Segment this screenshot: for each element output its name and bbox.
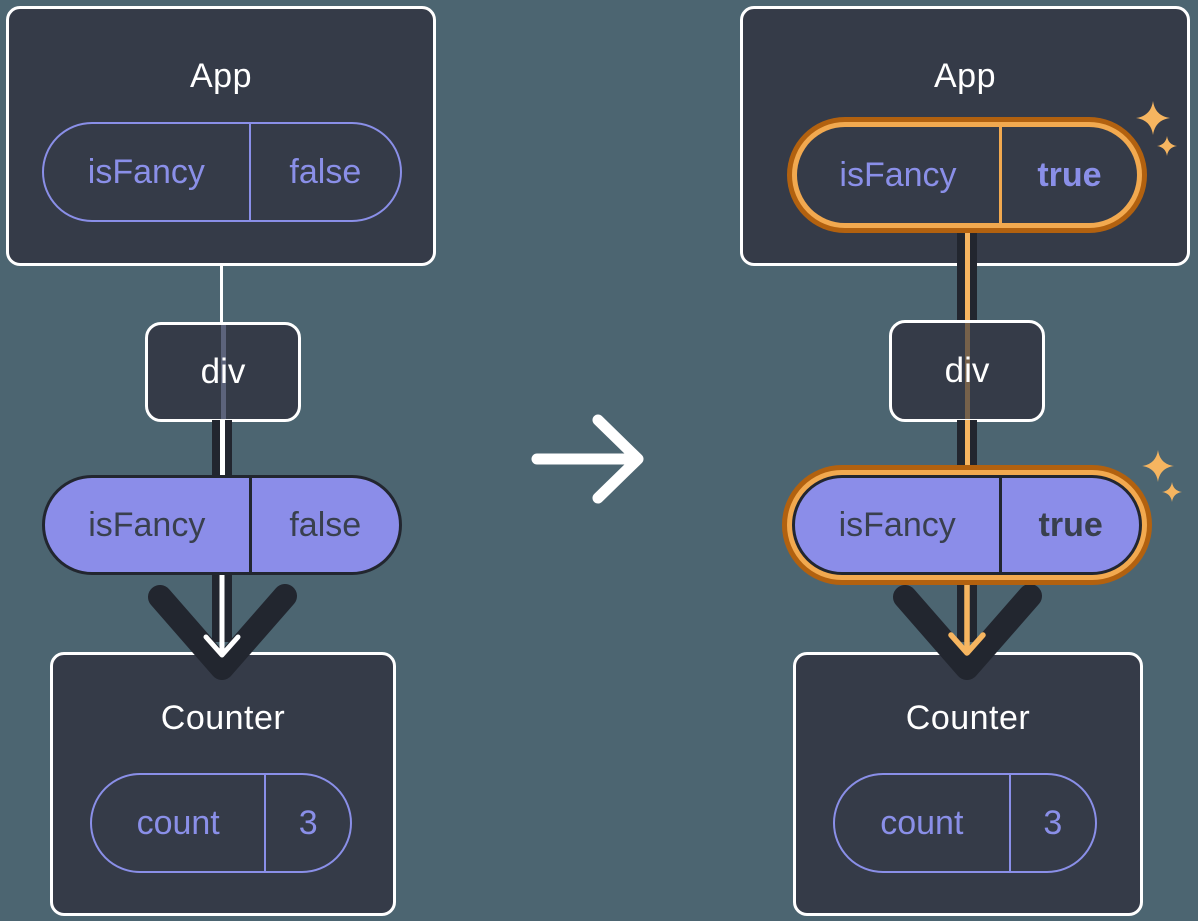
component-title: App [934, 57, 996, 95]
state-name: count [880, 803, 964, 842]
arrow-right-icon [531, 414, 644, 504]
div-node-after: div [889, 320, 1045, 422]
prop-value: false [248, 478, 399, 572]
prop-value: true [999, 478, 1139, 572]
arrow-down-icon [148, 570, 297, 680]
passed-prop-pill-after: isFancy true [792, 475, 1142, 575]
component-title: App [190, 57, 252, 95]
passed-prop-pill-before: isFancy false [42, 475, 402, 575]
state-name: count [136, 803, 220, 842]
app-prop-pill-after: isFancy true [797, 127, 1137, 223]
state-value: 3 [1008, 775, 1095, 871]
sparkle-icon [1142, 450, 1174, 482]
prop-pipe-stripe-before [219, 420, 225, 478]
prop-value: false [248, 124, 400, 220]
prop-pipe-stripe-after-mid [964, 420, 970, 478]
arrow-down-icon [893, 570, 1042, 680]
tree-edge-before [220, 263, 223, 325]
sparkle-icon [1136, 101, 1170, 135]
prop-name: isFancy [88, 505, 206, 544]
prop-name: isFancy [838, 505, 956, 544]
component-title: Counter [160, 699, 286, 737]
prop-name: isFancy [87, 152, 205, 191]
sparkle-icon [1157, 136, 1177, 156]
component-title: Counter [905, 699, 1031, 737]
div-label: div [200, 352, 246, 391]
prop-pass-through-stripe [964, 323, 970, 419]
prop-pass-through-stripe [220, 325, 226, 419]
prop-value: true [998, 127, 1137, 223]
app-prop-pill-before: isFancy false [42, 122, 402, 222]
prop-name: isFancy [839, 155, 957, 194]
sparkle-icon [1162, 482, 1182, 502]
counter-state-pill-before: count 3 [90, 773, 352, 873]
counter-state-pill-after: count 3 [833, 773, 1097, 873]
prop-pipe-stripe-after-top [964, 220, 970, 323]
state-value: 3 [264, 775, 350, 871]
div-node-before: div [145, 322, 301, 422]
div-label: div [944, 351, 990, 390]
